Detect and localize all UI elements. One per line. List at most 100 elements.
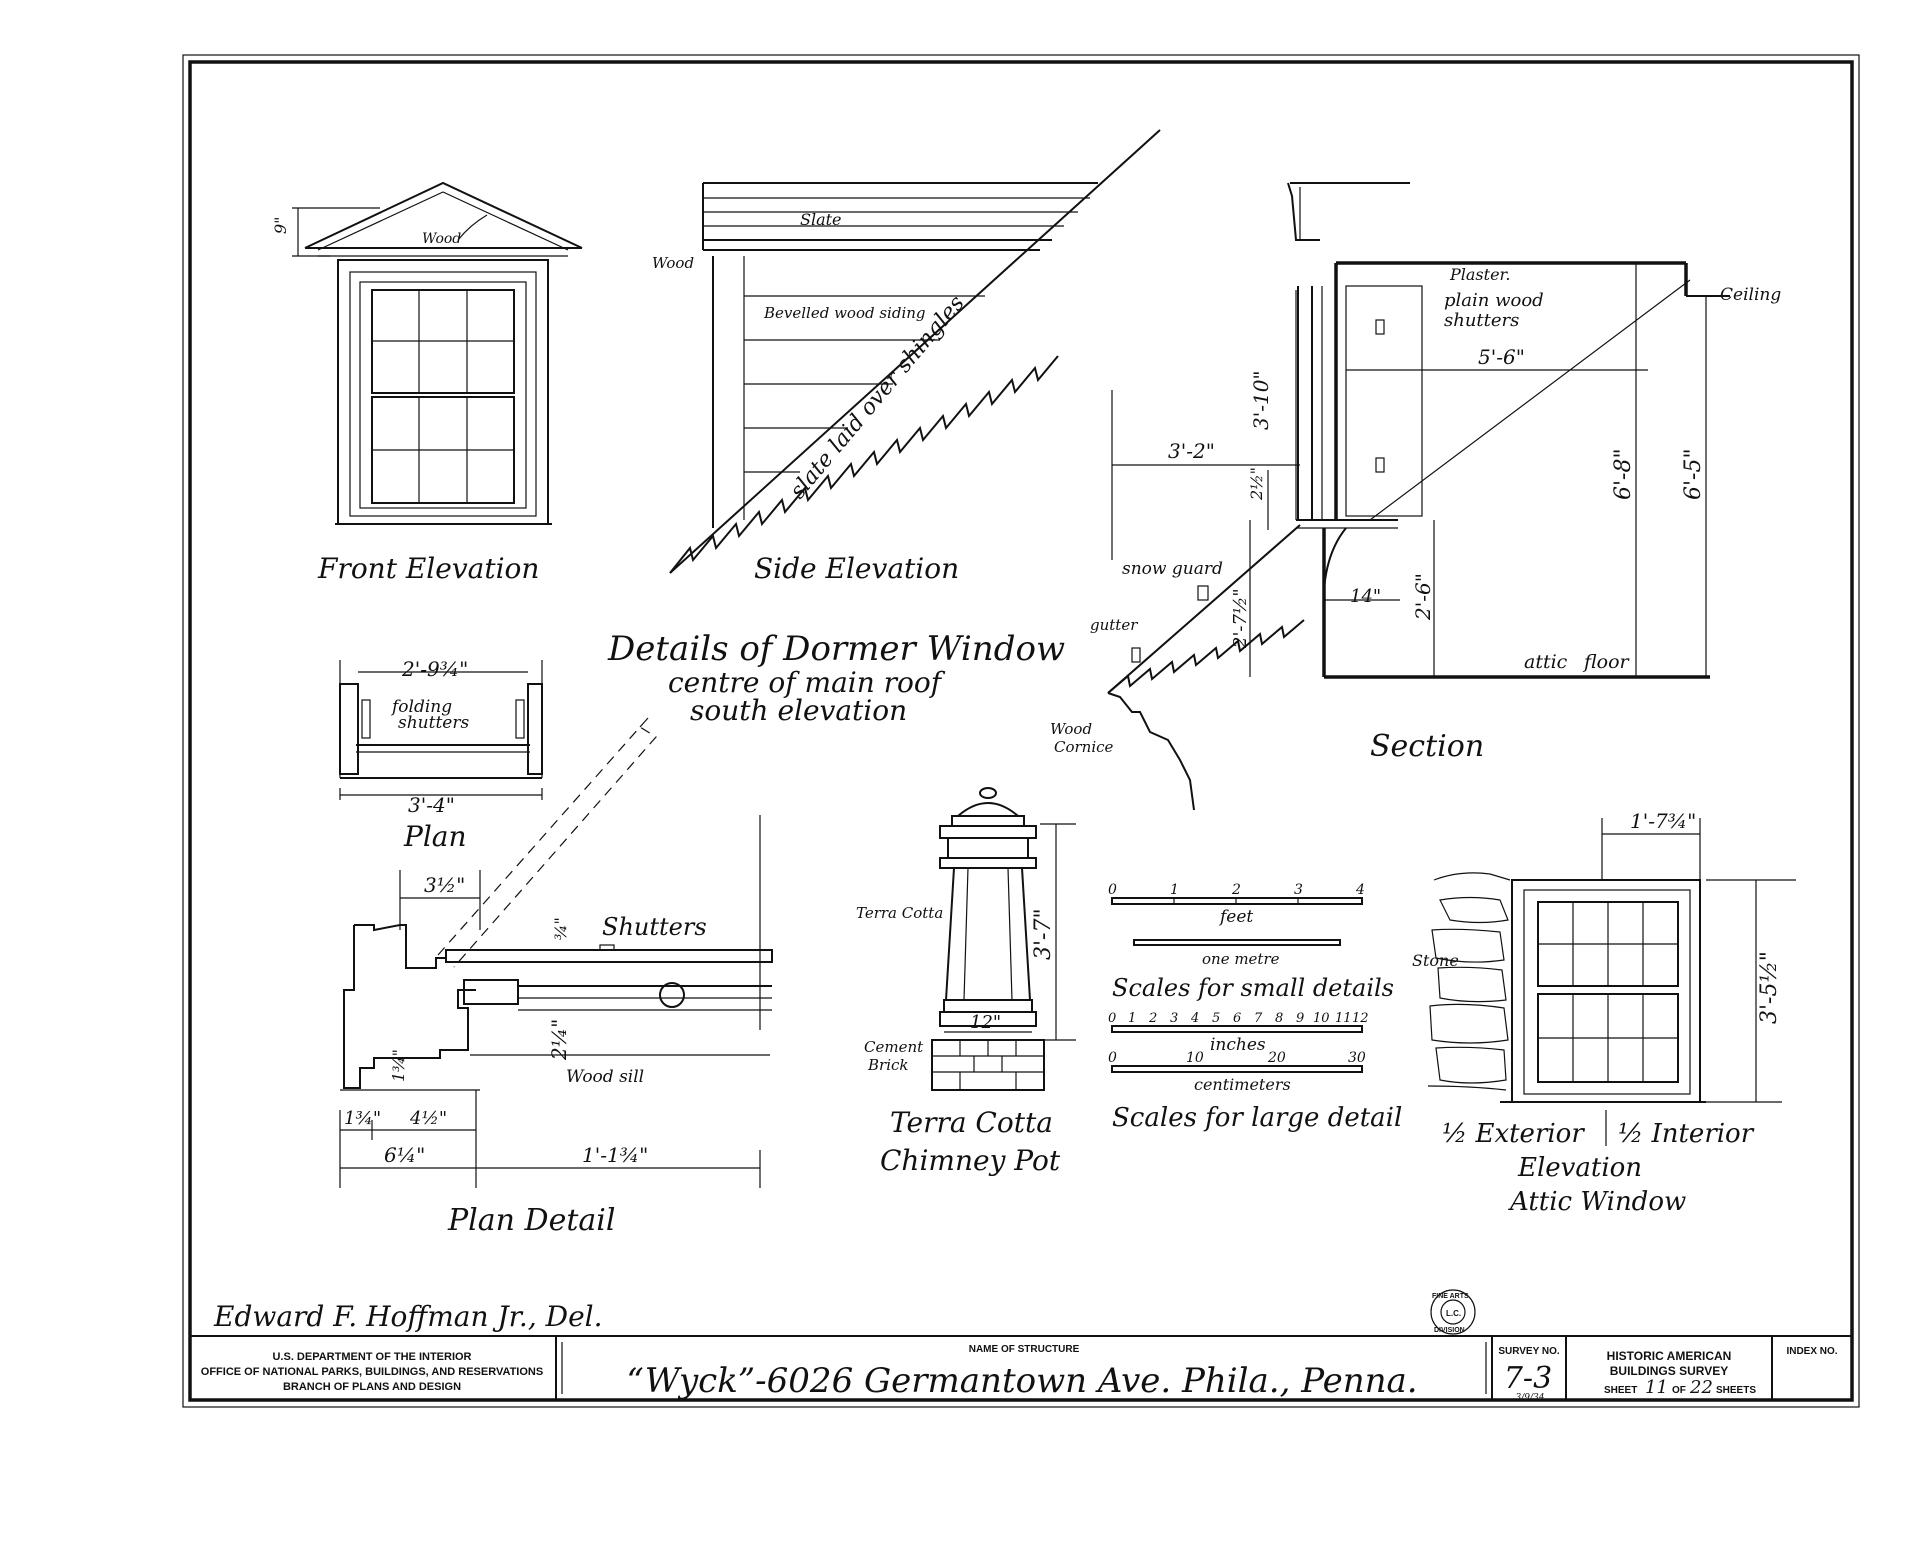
title-block-dept-2: OFFICE OF NATIONAL PARKS, BUILDINGS, AND… <box>201 1366 543 1378</box>
title-block-survey-label: SURVEY NO. <box>1498 1346 1560 1357</box>
chimney-pot-drawing <box>931 787 1076 1091</box>
plan-dim-bottom: 3'-4" <box>408 793 455 817</box>
plan-dim-top: 2'-9¾" <box>401 657 468 681</box>
section-dim-2-7-half: 2'-7½" <box>1230 588 1251 649</box>
scale-inch-ticks: 0 1 2 3 4 5 6 7 8 9 10 11 12 <box>1108 1011 1369 1026</box>
attic-window-drawing <box>1427 818 1796 1146</box>
attic-title-3: Attic Window <box>1508 1187 1686 1217</box>
attic-title-interior: ½ Interior <box>1618 1119 1755 1149</box>
title-block-name-label: NAME OF STRUCTURE <box>969 1344 1080 1355</box>
scale-inch-tick: 9 <box>1296 1011 1304 1026</box>
chimney-dim-12: 12" <box>970 1012 1001 1033</box>
section-label-ceiling: Ceiling <box>1720 285 1781 305</box>
section-label-shutters-2: shutters <box>1444 310 1519 331</box>
section-dim-6-8: 6'-8" <box>1611 448 1636 500</box>
section-label-snow-guard: snow guard <box>1122 559 1223 579</box>
sheet-border <box>182 54 1860 1408</box>
scale-feet-ticks: 0 1 2 3 4 <box>1108 882 1365 898</box>
main-subtitle-1: centre of main roof <box>668 666 946 699</box>
section-drawing <box>1107 182 1730 811</box>
front-elevation-drawing <box>292 181 583 525</box>
chimney-label-cement-1: Cement <box>864 1038 924 1056</box>
attic-title-exterior: ½ Exterior <box>1442 1119 1585 1149</box>
plan-detail-drawing <box>339 717 773 1188</box>
title-block-habs-1: HISTORIC AMERICAN <box>1607 1349 1732 1363</box>
chimney-label-cement-2: Brick <box>867 1056 908 1074</box>
delineator-signature: Edward F. Hoffman Jr., Del. <box>213 1300 603 1333</box>
section-label-attic: attic <box>1524 651 1568 673</box>
attic-dim-3-5-1-2: 3'-5½" <box>1757 951 1782 1024</box>
scale-feet-tick: 2 <box>1231 882 1241 898</box>
front-elevation-label-wood: Wood <box>422 231 461 247</box>
scale-label-cm: centimeters <box>1194 1075 1291 1094</box>
title-block-sheet-suffix: SHEETS <box>1716 1385 1756 1396</box>
scale-inch-tick: 10 <box>1313 1011 1330 1026</box>
title-block-sheet-total: 22 <box>1689 1377 1713 1398</box>
section-dim-3-2: 3'-2" <box>1168 439 1215 463</box>
scale-feet-tick: 4 <box>1355 882 1365 898</box>
section-dim-3-10: 3'-10" <box>1249 370 1273 430</box>
chimney-label-terra-cotta: Terra Cotta <box>856 904 943 922</box>
scale-feet-tick: 0 <box>1108 882 1117 898</box>
scale-inch-tick: 0 <box>1108 1011 1116 1026</box>
main-title: Details of Dormer Window <box>607 629 1065 669</box>
section-dim-2-half: 2½" <box>1247 467 1266 501</box>
scale-inch-tick: 2 <box>1148 1011 1157 1026</box>
side-elevation-label-wood: Wood <box>652 254 694 272</box>
plan-label-folding-2: shutters <box>398 713 469 733</box>
scale-title-small: Scales for small details <box>1112 974 1394 1002</box>
plan-detail-label-shutters: Shutters <box>602 913 707 941</box>
title-block-survey-date: 3/9/34 <box>1516 1393 1545 1403</box>
plan-detail-dim-3-4: ¾" <box>551 917 570 940</box>
scale-cm-tick: 0 <box>1108 1050 1117 1066</box>
section-label-plaster: Plaster. <box>1449 265 1511 284</box>
scale-label-metre: one metre <box>1202 950 1280 968</box>
scales-drawing <box>1111 897 1363 1073</box>
plan-detail-dim-4-1-2: 4½" <box>409 1108 447 1129</box>
plan-detail-label-wood-sill: Wood sill <box>566 1067 644 1087</box>
fine-arts-stamp <box>1430 1289 1476 1335</box>
section-dim-14: 14" <box>1350 586 1381 607</box>
section-dim-2-6: 2'-6" <box>1411 573 1435 621</box>
title-block-structure-name: “Wyck”-6026 Germantown Ave. Phila., Penn… <box>626 1361 1417 1401</box>
front-elevation-title: Front Elevation <box>317 552 539 585</box>
section-label-wood-cornice-1: Wood <box>1050 720 1092 738</box>
section-title: Section <box>1370 729 1484 764</box>
scale-inch-tick: 4 <box>1190 1011 1199 1026</box>
scale-inch-tick: 8 <box>1275 1011 1283 1026</box>
scale-cm-ticks: 0 10 20 30 <box>1108 1050 1366 1066</box>
attic-label-stone: Stone <box>1412 951 1459 970</box>
plan-title: Plan <box>403 820 467 853</box>
scale-inch-tick: 6 <box>1233 1011 1241 1026</box>
plan-label-folding-1: folding <box>390 697 452 717</box>
stamp-text-2: L.C. <box>1446 1309 1461 1318</box>
title-block-survey-no: 7-3 <box>1504 1361 1552 1396</box>
scale-feet-tick: 3 <box>1294 882 1303 898</box>
side-elevation-title: Side Elevation <box>754 552 959 585</box>
title-block-sheet-no: 11 <box>1645 1377 1668 1398</box>
attic-dim-1-7-3-4: 1'-7¾" <box>1630 809 1696 833</box>
scale-cm-tick: 10 <box>1186 1050 1204 1066</box>
scale-title-large: Scales for large detail <box>1112 1103 1402 1133</box>
stamp-text-1: FINE ARTS <box>1432 1293 1469 1300</box>
scale-inch-tick: 1 <box>1128 1011 1136 1026</box>
side-elevation-label-slate: Slate <box>800 210 842 229</box>
plan-detail-title: Plan Detail <box>447 1203 615 1238</box>
main-subtitle-2: south elevation <box>690 694 907 727</box>
attic-title-2: Elevation <box>1517 1153 1642 1183</box>
plan-detail-dim-1-3-4-v: 1¾" <box>389 1049 408 1082</box>
plan-detail-dim-2-1-4: 2¼" <box>547 1019 571 1061</box>
plan-drawing <box>339 660 543 800</box>
scale-feet-tick: 1 <box>1170 882 1179 898</box>
scale-label-feet: feet <box>1218 907 1253 927</box>
plan-detail-dim-6-1-4: 6¼" <box>384 1143 425 1167</box>
section-label-wood-cornice-2: Cornice <box>1054 738 1114 756</box>
scale-inch-tick: 3 <box>1170 1011 1178 1026</box>
title-block-index-label: INDEX NO. <box>1786 1346 1837 1357</box>
stamp-text-3: DIVISION <box>1434 1327 1465 1334</box>
scale-inch-tick: 7 <box>1254 1011 1263 1026</box>
scale-inch-tick: 5 <box>1212 1011 1220 1026</box>
side-elevation-label-slate-shingles: slate laid over shingles <box>785 291 969 504</box>
scale-label-inches: inches <box>1210 1035 1266 1055</box>
